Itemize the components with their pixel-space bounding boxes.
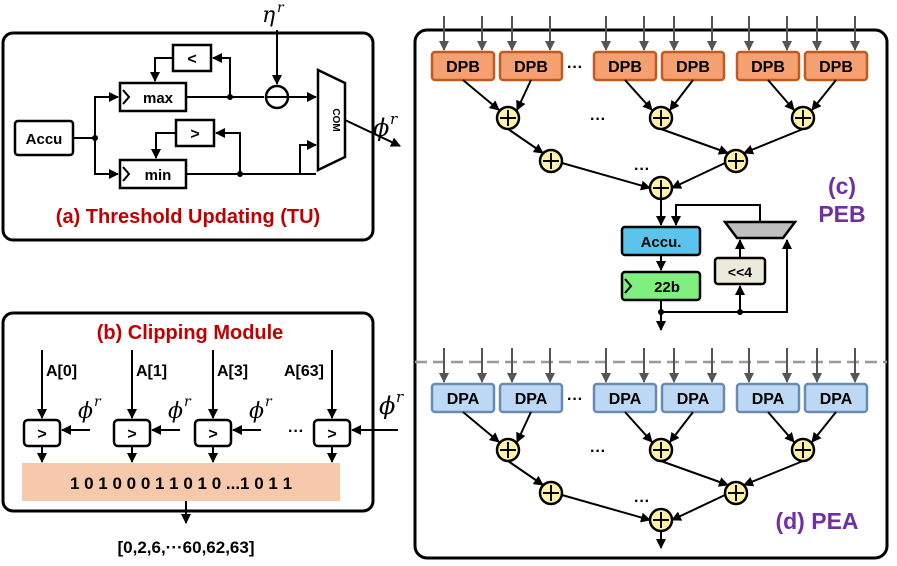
peb-adder-final [648,175,674,201]
tu-max-label: max [143,90,174,107]
tu-gt-label: > [190,126,199,143]
peb-title-letter: (c) [828,173,856,199]
pea-unit-label: DPA [820,391,853,408]
tu-min-label: min [145,167,172,184]
tu-eta-sup: r [277,0,285,16]
tu-accu-label: Accu [26,131,63,148]
peb-adder [648,105,674,131]
peb-dots: ··· [634,161,650,178]
pea-dots: ··· [634,493,650,510]
clip-dots: ··· [288,423,304,440]
threshold-updating-panel: Accu max min < > COM [1,0,401,242]
tu-lt-label: < [187,51,196,68]
clip-input-label: A[63] [284,363,324,380]
pea-unit-label: DPA [609,391,642,408]
clip-comparator-label: > [127,426,136,443]
pea-dots: ··· [567,391,583,408]
clip-input-label: A[0] [46,363,77,380]
tu-lt-box [171,43,213,73]
clip-phi-sup: r [184,394,192,410]
peb-reg-label: 22b [654,279,680,296]
clip-title: (b) Clipping Module [97,322,284,344]
pea-adder [723,480,749,506]
clip-comparator-label: > [208,426,217,443]
clip-input-label: A[1] [136,363,167,380]
clip-phi-symbol: ϕ [168,399,183,424]
pea-dots: ··· [590,443,606,460]
peb-adder [495,105,521,131]
pea-unit-label: DPA [752,391,785,408]
clip-phi-symbol: ϕ [249,399,264,424]
peb-adder [790,105,816,131]
pea-unit-label: DPA [515,391,548,408]
tu-title: (a) Threshold Updating (TU) [56,206,320,228]
peb-unit-label: DPB [751,59,785,76]
tu-com-mux [316,68,347,172]
pea-unit-label: DPA [447,391,480,408]
clip-comparator: A[63] > [284,350,398,463]
tu-phi-sup: r [390,110,398,128]
peb-dots: ··· [590,111,606,128]
pea-adder-final [648,507,674,533]
pea-adder [538,480,564,506]
peb-adder [723,148,749,174]
tu-eta-symbol: η [262,3,275,28]
clip-phi-symbol: ϕ [78,399,93,424]
peb-accu-label: Accu. [641,234,682,251]
clip-phi-sup: r [265,394,273,410]
peb-title: PEB [818,201,865,227]
pea-adder [790,437,816,463]
pea-title: (d) PEA [775,508,858,534]
clipping-module-panel: (b) Clipping Module 1 0 1 0 0 0 1 1 0 1 … [1,311,404,557]
clip-phi-sup: r [94,394,102,410]
tu-max-box [118,81,188,113]
tu-phi-symbol: ϕ [373,114,389,142]
clip-comparator-label: > [37,426,46,443]
peb-unit-label: DPB [446,59,480,76]
clip-phi-ext-sup: r [396,388,404,406]
peb-unit-label: DPB [514,59,548,76]
clip-input-label: A[3] [217,363,248,380]
pea-adder [495,437,521,463]
clip-output: [0,2,6,···60,62,63] [117,538,254,557]
clip-comparator-label: > [327,426,336,443]
pea-adder [648,437,674,463]
peb-unit-label: DPB [608,59,642,76]
tu-gt-box [174,118,216,148]
peb-shift-label: <<4 [728,264,752,280]
tu-com-label: COM [330,108,341,131]
peb-mux [722,220,798,240]
clip-bits-band [22,463,340,501]
peb-dots: ··· [567,59,583,76]
peb-unit-label: DPB [676,59,710,76]
clip-phi-ext-symbol: ϕ [379,392,395,420]
peb-adder [538,148,564,174]
clip-bits: 1 0 1 0 0 0 1 1 0 1 0 ...1 0 1 1 [70,474,292,493]
pe-panel: DPB DPB DPB DPB DPB DPB ··· ··· ··· DPA DPA DPA DPA… [413,16,889,560]
peb-unit-label: DPB [819,59,853,76]
pea-unit-label: DPA [677,391,710,408]
